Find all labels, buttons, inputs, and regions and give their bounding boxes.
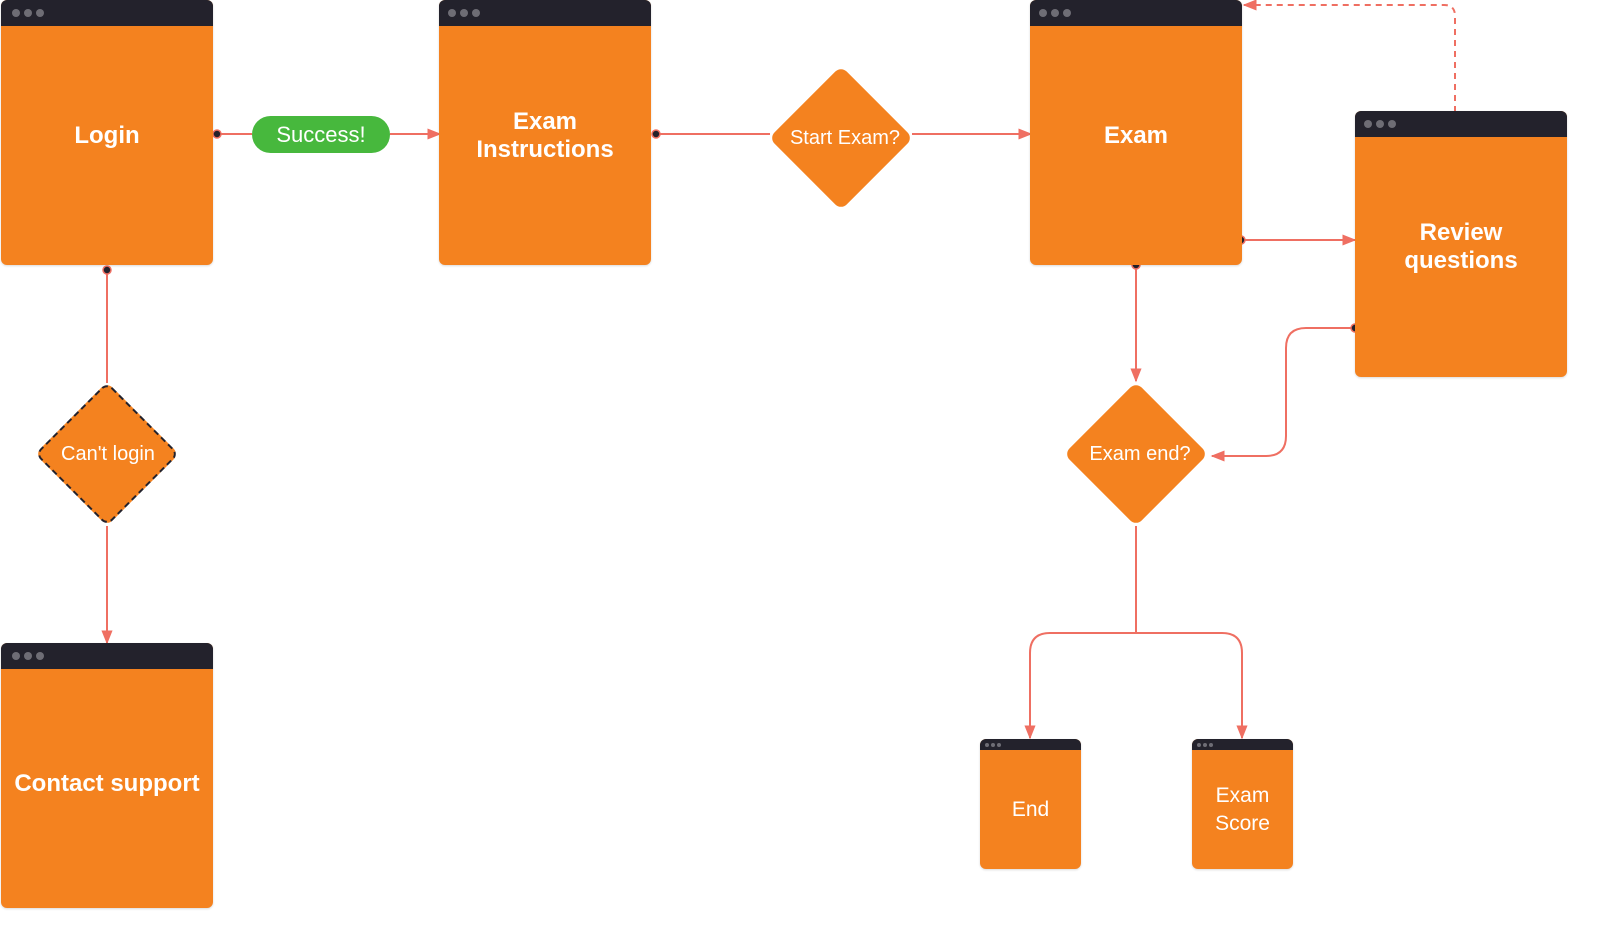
window-dot-icon <box>1063 9 1071 17</box>
window-dot-icon <box>36 652 44 660</box>
node-label: Exam Score <box>1215 783 1270 835</box>
window-dot-icon <box>1197 743 1201 747</box>
node-label: End <box>1011 797 1050 821</box>
window-titlebar <box>980 739 1081 750</box>
review-questions-screen[interactable]: Review questions <box>1355 111 1567 377</box>
window-titlebar <box>1 643 213 669</box>
port-instructions-right <box>651 129 661 139</box>
window-dot-icon <box>448 9 456 17</box>
window-dot-icon <box>1203 743 1207 747</box>
window-dot-icon <box>997 743 1001 747</box>
window-dot-icon <box>12 652 20 660</box>
decision-label: Can't login <box>61 443 155 465</box>
exam-screen[interactable]: Exam <box>1030 0 1242 265</box>
window-titlebar <box>439 0 651 26</box>
node-label: Login <box>74 121 140 149</box>
exam-instructions-screen[interactable]: Exam Instructions <box>439 0 651 265</box>
window-titlebar <box>1192 739 1293 750</box>
connector-exam-end-to-end <box>1024 632 1136 740</box>
window-dot-icon <box>472 9 480 17</box>
window-dot-icon <box>460 9 468 17</box>
window-dot-icon <box>1388 120 1396 128</box>
window-dot-icon <box>1364 120 1372 128</box>
window-titlebar <box>1 0 213 26</box>
exam-score-screen[interactable]: Exam Score <box>1192 739 1293 869</box>
window-dot-icon <box>12 9 20 17</box>
contact-support-screen[interactable]: Contact support <box>1 643 213 908</box>
node-label: Exam <box>1103 121 1169 149</box>
window-dot-icon <box>36 9 44 17</box>
window-dot-icon <box>991 743 995 747</box>
connector-review-to-exam-end <box>1210 327 1355 462</box>
window-dot-icon <box>24 9 32 17</box>
window-dot-icon <box>1209 743 1213 747</box>
connector-exam-end-to-score <box>1136 632 1248 740</box>
decision-label: Start Exam? <box>789 127 901 149</box>
node-label: Review questions <box>1404 219 1518 274</box>
node-label: Exam Instructions <box>476 107 614 163</box>
window-dot-icon <box>1051 9 1059 17</box>
node-label: Contact support <box>14 769 200 797</box>
connector-review-to-exam-dashed <box>1242 0 1456 112</box>
end-screen[interactable]: End <box>980 739 1081 869</box>
window-titlebar <box>1030 0 1242 26</box>
port-login-right <box>212 129 222 139</box>
window-dot-icon <box>24 652 32 660</box>
port-login-bottom <box>102 265 112 275</box>
window-dot-icon <box>985 743 989 747</box>
window-titlebar <box>1355 111 1567 137</box>
login-screen[interactable]: Login <box>1 0 213 265</box>
decision-label: Exam end? <box>1089 443 1191 465</box>
window-dot-icon <box>1376 120 1384 128</box>
window-dot-icon <box>1039 9 1047 17</box>
success-label: Success! <box>252 116 390 153</box>
